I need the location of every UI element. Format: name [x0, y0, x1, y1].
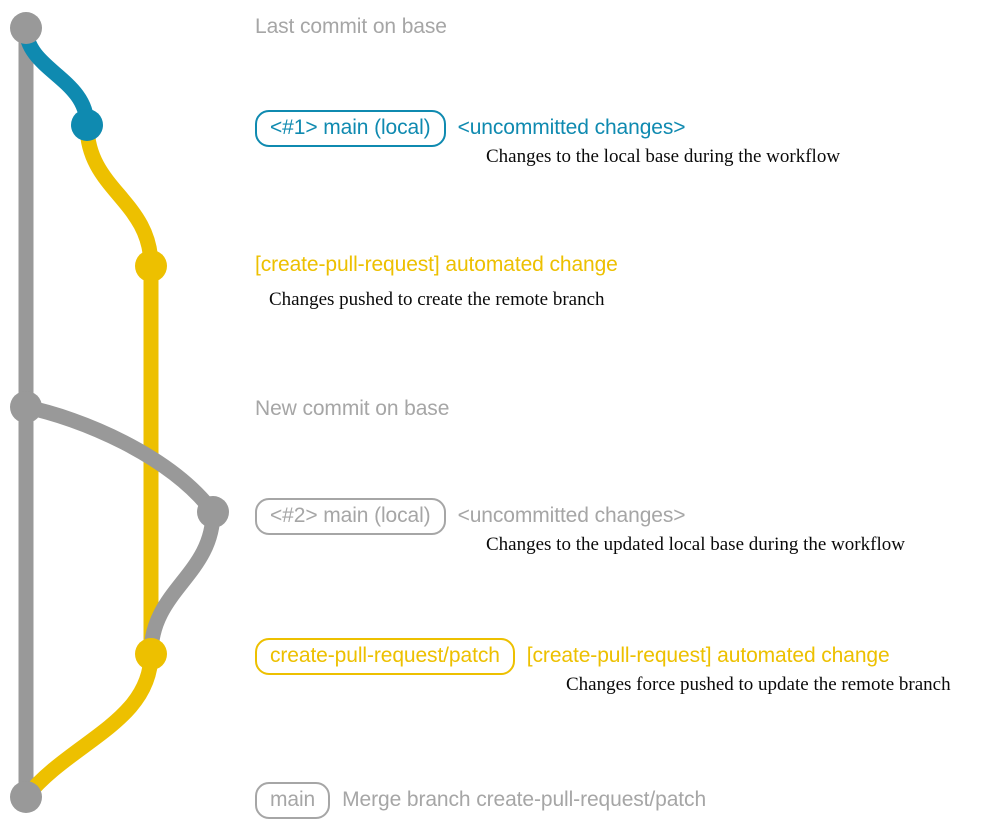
commit-row-commit-local-1: <#1> main (local) <uncommitted changes>	[255, 110, 686, 147]
commit-subtext-commit-automated-change-2: Changes force pushed to update the remot…	[566, 674, 951, 695]
commit-node-local-1[interactable]	[71, 109, 103, 141]
commit-node-patch-1[interactable]	[135, 250, 167, 282]
commit-headline-last-commit-on-base: Last commit on base	[255, 15, 447, 38]
commit-row-last-commit-on-base: Last commit on base	[255, 14, 447, 40]
commit-headline-commit-automated-change-1: [create-pull-request] automated change	[255, 253, 618, 276]
ref-chip-commit-local-2[interactable]: <#2> main (local)	[255, 498, 446, 535]
ref-chip-commit-local-1[interactable]: <#1> main (local)	[255, 110, 446, 147]
commit-row-commit-automated-change-2: create-pull-request/patch [create-pull-re…	[255, 638, 890, 675]
commit-row-commit-merge: main Merge branch create-pull-request/pat…	[255, 782, 706, 819]
edge-patch2-to-merge	[18, 646, 159, 805]
commit-subtext-commit-automated-change-1: Changes pushed to create the remote bran…	[269, 289, 605, 310]
ref-chip-commit-merge[interactable]: main	[255, 782, 331, 819]
commit-headline-commit-merge: Merge branch create-pull-request/patch	[342, 788, 707, 811]
edge-local2-to-patch2	[143, 504, 221, 662]
ref-chip-commit-automated-change-2[interactable]: create-pull-request/patch	[255, 638, 515, 675]
edge-base-to-local1	[18, 20, 95, 133]
commit-row-new-commit-on-base: New commit on base	[255, 396, 449, 422]
commit-headline-new-commit-on-base: New commit on base	[255, 397, 450, 420]
commit-node-base-2[interactable]	[10, 391, 42, 423]
commit-node-merge[interactable]	[10, 781, 42, 813]
commit-headline-commit-automated-change-2: [create-pull-request] automated change	[526, 644, 890, 667]
commit-node-patch-2[interactable]	[135, 638, 167, 670]
commit-node-local-2[interactable]	[197, 496, 229, 528]
commit-headline-commit-local-1: <uncommitted changes>	[457, 116, 686, 139]
commit-subtext-commit-local-2: Changes to the updated local base during…	[486, 534, 905, 555]
edge-base-to-local2	[18, 399, 221, 520]
commit-node-base-1[interactable]	[10, 12, 42, 44]
commit-subtext-commit-local-1: Changes to the local base during the wor…	[486, 146, 841, 167]
commit-row-commit-automated-change-1: [create-pull-request] automated change	[255, 252, 618, 278]
commit-headline-commit-local-2: <uncommitted changes>	[457, 504, 686, 527]
edge-local1-to-patch1	[79, 117, 159, 274]
commit-row-commit-local-2: <#2> main (local) <uncommitted changes>	[255, 498, 686, 535]
